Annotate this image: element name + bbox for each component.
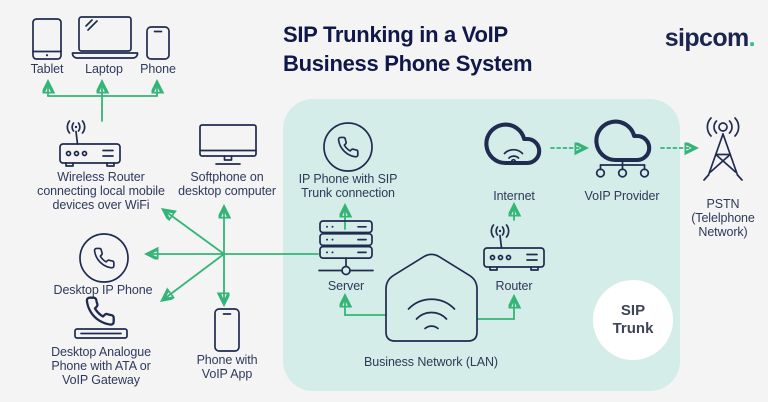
laptop-label: Laptop (85, 62, 123, 76)
router-label: Router (495, 279, 533, 293)
wireless-router-label: Wireless Router connecting local mobile … (37, 170, 165, 212)
sip-trunk-badge: SIP Trunk (593, 280, 673, 360)
logo-text: sipcom (664, 24, 750, 52)
title-line-1: SIP Trunking in a VoIP (283, 22, 508, 47)
badge-line-2: Trunk (612, 320, 654, 337)
voip-app-phone-icon (214, 308, 240, 352)
phone-icon (146, 26, 170, 60)
server-icon (318, 220, 374, 276)
sipcom-logo: sipcom. (664, 24, 756, 53)
phone-label: Phone (140, 62, 176, 76)
desktop-ip-phone-icon (79, 233, 129, 283)
internet-cloud-icon (484, 122, 542, 166)
internet-label: Internet (493, 189, 535, 203)
badge-line-1: SIP (620, 302, 646, 319)
server-label: Server (327, 279, 365, 293)
lan-house-wifi-icon (385, 253, 478, 342)
lan-label: Business Network (LAN) (364, 355, 498, 369)
page-title: SIP Trunking in a VoIP Business Phone Sy… (283, 20, 533, 78)
analogue-phone-icon (74, 296, 128, 339)
title-line-2: Business Phone System (283, 51, 533, 76)
desktop-monitor-icon (199, 124, 257, 165)
softphone-label: Softphone on desktop computer (178, 170, 276, 198)
voip-provider-label: VoIP Provider (584, 189, 660, 203)
pstn-tower-icon (703, 117, 743, 181)
wireless-router-icon (59, 120, 121, 167)
logo-dot: . (748, 24, 756, 52)
ip-phone-sip-label: IP Phone with SIP Trunk connection (298, 172, 398, 200)
desktop-ip-phone-label: Desktop IP Phone (53, 283, 153, 297)
voip-app-phone-label: Phone with VoIP App (196, 353, 258, 381)
router-icon (483, 224, 545, 271)
tablet-icon (32, 18, 62, 60)
pstn-label: PSTN (Telelphone Network) (691, 197, 755, 239)
tablet-label: Tablet (30, 62, 64, 76)
analogue-phone-label: Desktop Analogue Phone with ATA or VoIP … (51, 345, 151, 387)
laptop-icon (71, 16, 139, 59)
voip-provider-cloud-icon (594, 119, 652, 178)
ip-phone-sip-icon (323, 122, 373, 172)
